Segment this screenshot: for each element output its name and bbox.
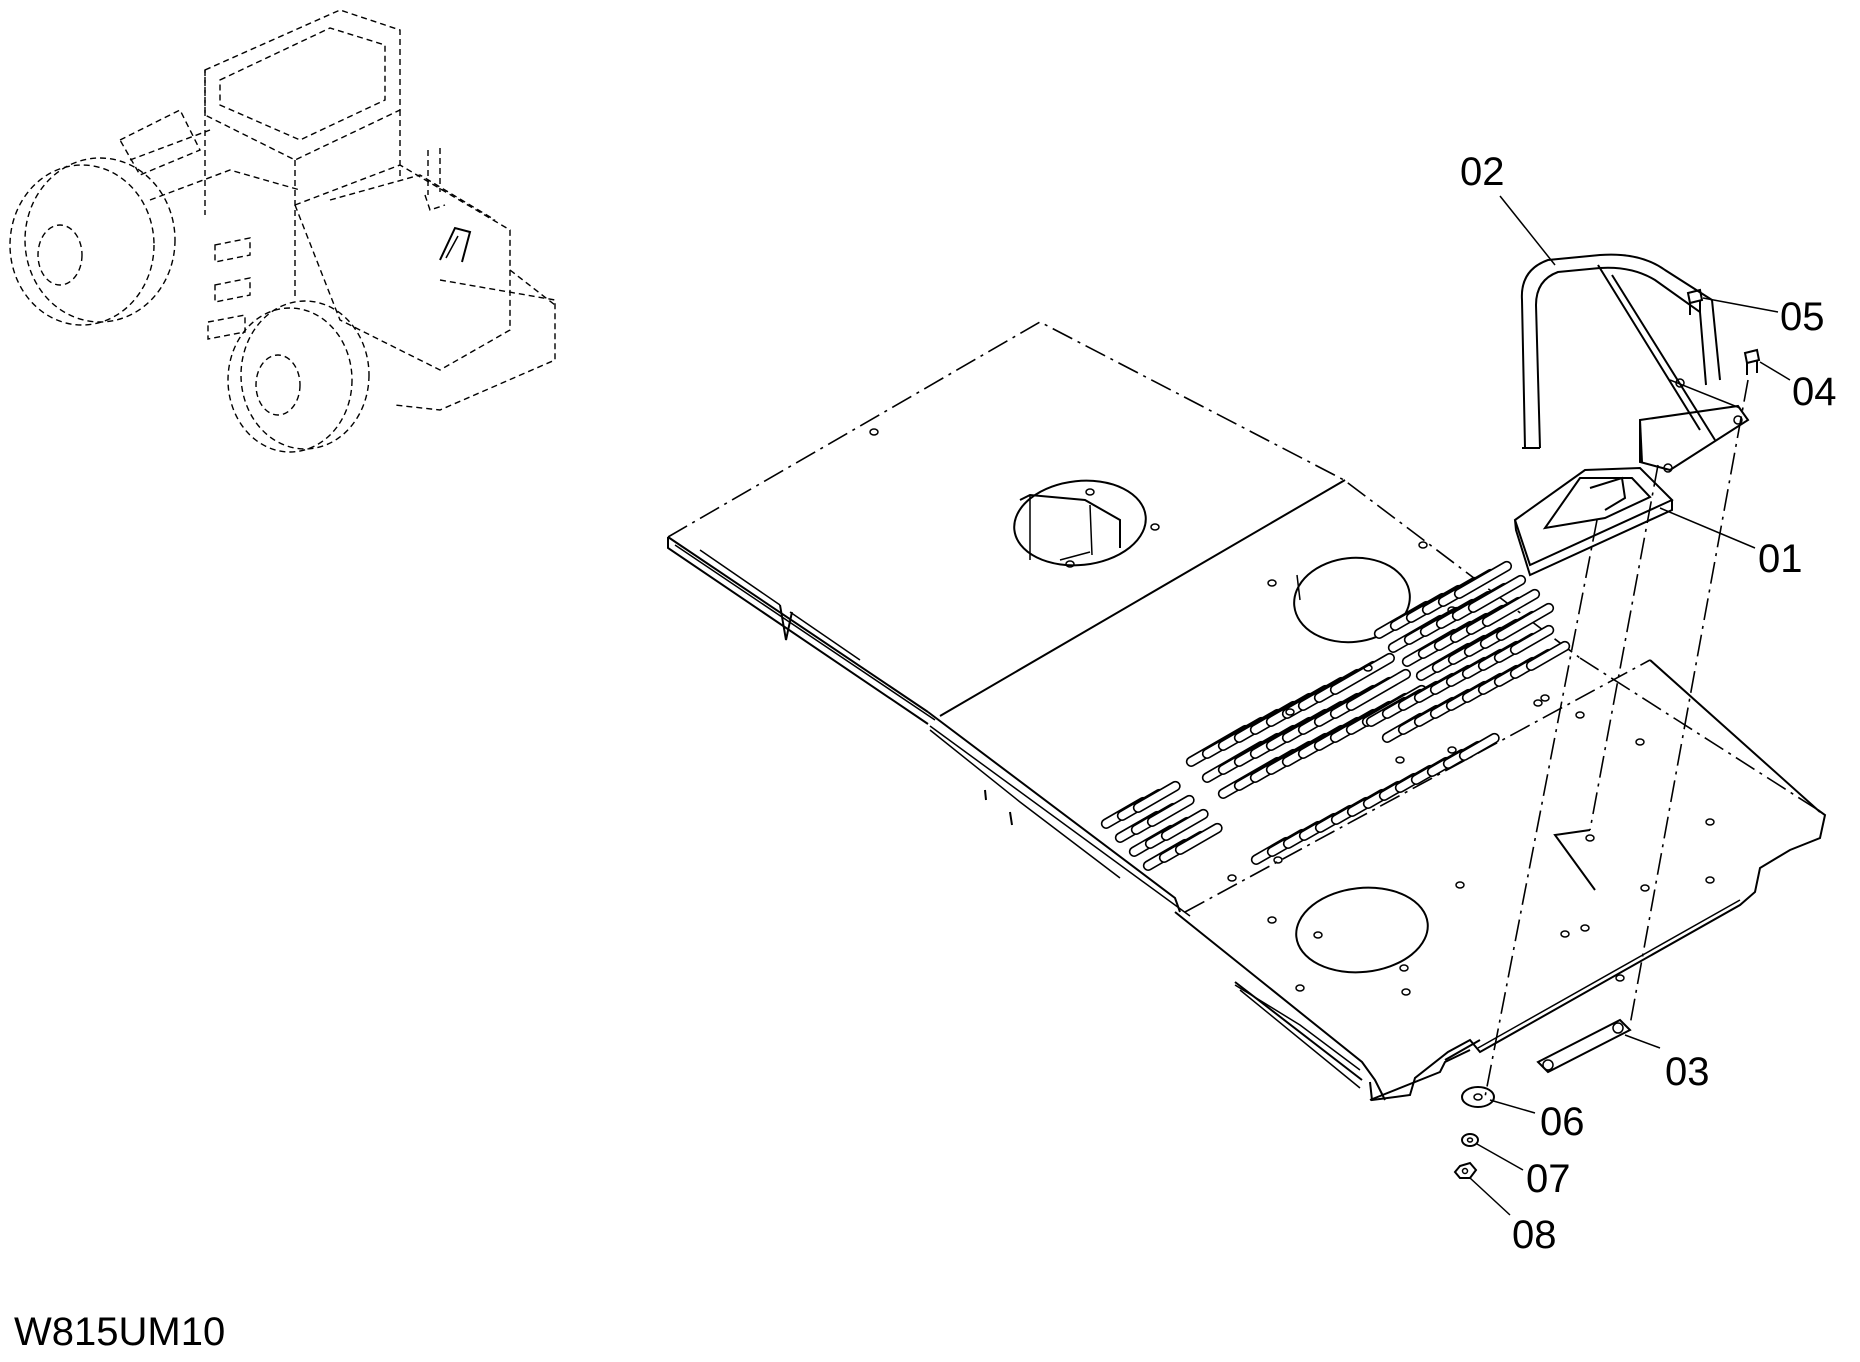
louver-slot xyxy=(1132,780,1181,813)
bolt-hole xyxy=(869,428,879,436)
washer-06 xyxy=(1461,1086,1495,1108)
bolt-hole xyxy=(1540,694,1550,702)
louver-slot xyxy=(1467,574,1527,613)
bolt-hole xyxy=(1447,606,1457,614)
bolt-hole xyxy=(1363,664,1373,672)
louver-slot xyxy=(1509,624,1555,655)
callout-07: 07 xyxy=(1526,1157,1571,1201)
bolt-hole xyxy=(1285,708,1295,716)
bolt-hole xyxy=(1705,818,1715,826)
bolt-hole xyxy=(1635,738,1645,746)
bolt-hole xyxy=(1705,876,1715,884)
bolt-hole xyxy=(1267,579,1277,587)
louver-slot xyxy=(1525,640,1571,671)
louver-slot xyxy=(1160,808,1209,841)
bolt-hole xyxy=(1399,964,1409,972)
bolt-hole xyxy=(1585,834,1595,842)
callouts: 02 05 04 01 03 06 07 08 xyxy=(1460,150,1837,1257)
bolt-holes xyxy=(869,428,1715,996)
bolt-hole xyxy=(1615,974,1625,982)
bolt-hole xyxy=(1085,488,1095,496)
hood-panel xyxy=(667,321,1827,1102)
bolt-hole xyxy=(1273,856,1283,864)
louver-slot xyxy=(1329,652,1396,695)
callout-04: 04 xyxy=(1792,370,1837,414)
louver-slots xyxy=(1100,560,1571,871)
hood-openings xyxy=(1013,479,1429,974)
grab-handle xyxy=(1520,253,1721,449)
louver-slot xyxy=(1495,602,1555,641)
callout-05: 05 xyxy=(1780,295,1825,339)
bolt-hole xyxy=(1065,560,1075,568)
drawing-code: W815UM10 xyxy=(14,1310,225,1354)
callout-01: 01 xyxy=(1758,537,1803,581)
wheel-loader-thumbnail xyxy=(9,9,556,453)
bolt-hole xyxy=(1575,711,1585,719)
bolt-05 xyxy=(1686,288,1704,315)
callout-02: 02 xyxy=(1460,150,1505,194)
louver-slot xyxy=(1453,560,1513,599)
bolt-hole xyxy=(1533,699,1543,707)
louver-slot xyxy=(1481,588,1541,627)
leader-lines xyxy=(1469,195,1791,1216)
bolt-hole xyxy=(1455,881,1465,889)
louver-slot xyxy=(1458,732,1500,761)
bolt-hole xyxy=(1150,523,1160,531)
handle-cover xyxy=(1513,466,1674,577)
bolt-hole xyxy=(1560,930,1570,938)
bolt-hole xyxy=(1295,984,1305,992)
bolt-hole xyxy=(1313,931,1323,939)
assembly-lines xyxy=(1484,379,1749,1098)
backing-plate xyxy=(1536,1018,1632,1074)
bolt-hole xyxy=(1640,884,1650,892)
louver-slot xyxy=(1146,794,1195,827)
washer-07 xyxy=(1461,1133,1479,1147)
bolt-hole xyxy=(1418,541,1428,549)
bolt-hole xyxy=(1267,916,1277,924)
nut-08 xyxy=(1453,1161,1478,1179)
handle-bracket xyxy=(1639,378,1750,473)
louver-slot xyxy=(1345,668,1412,711)
bolt-04 xyxy=(1743,348,1761,375)
bolt-hole xyxy=(1401,988,1411,996)
callout-08: 08 xyxy=(1512,1213,1557,1257)
callout-03: 03 xyxy=(1665,1050,1710,1094)
louver-slot xyxy=(1174,822,1223,855)
bolt-hole xyxy=(1395,756,1405,764)
bolt-hole xyxy=(1580,924,1590,932)
bolt-hole xyxy=(1227,874,1237,882)
callout-06: 06 xyxy=(1540,1100,1585,1144)
bolt-hole xyxy=(1447,746,1457,754)
